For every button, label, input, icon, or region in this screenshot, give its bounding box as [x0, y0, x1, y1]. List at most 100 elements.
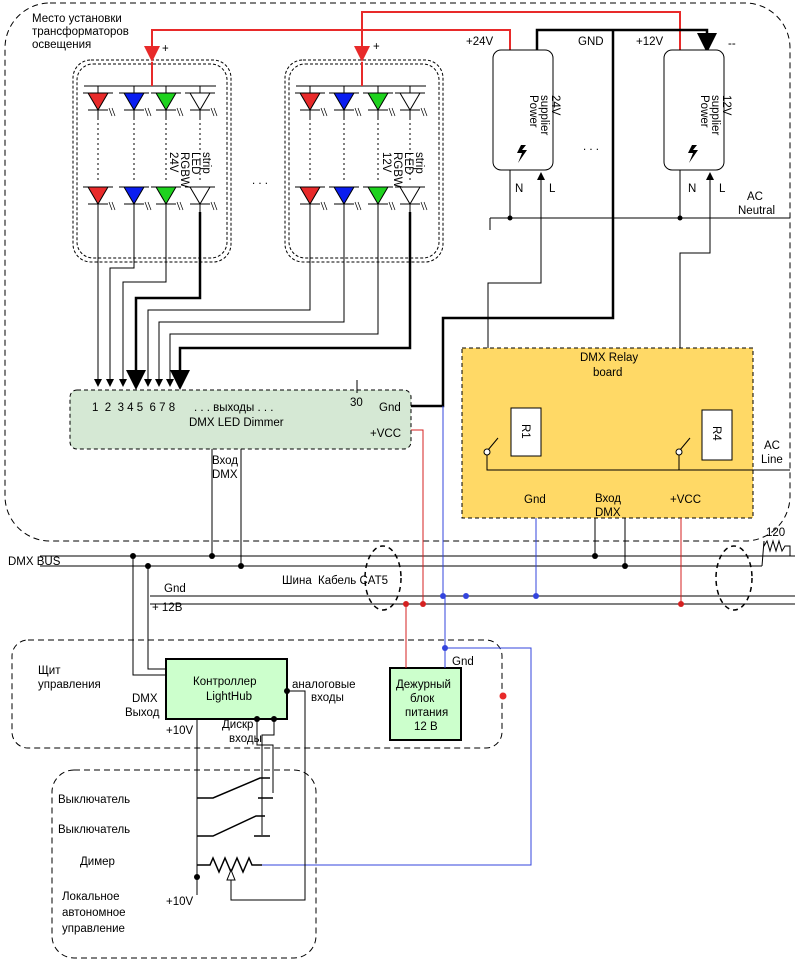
psu12-top-label: +12V: [636, 36, 664, 48]
psu24-top-label: +24V: [466, 36, 494, 48]
terminator-label: 120: [766, 527, 785, 539]
cable-marker-2: [715, 545, 753, 611]
ac-neutral-label-2: Neutral: [738, 205, 775, 217]
gnd-top-label: GND: [578, 36, 604, 48]
strip-wire: [119, 212, 167, 387]
v12-bus-label: + 12В: [152, 602, 183, 614]
dimmer-vcc-wire: [411, 429, 424, 604]
strip-label-line: LED: [189, 152, 201, 174]
dimmer-vcc: +VCC: [370, 428, 401, 440]
led-diode: [83, 92, 116, 118]
controller-dmx-2: Выход: [125, 707, 160, 719]
led-diode: [151, 186, 184, 212]
led-ellipsis: . . .: [252, 175, 268, 187]
psu-12v-box: [663, 49, 725, 171]
psu-label-line: Power: [527, 95, 539, 128]
strip-wire: [155, 212, 345, 387]
dmx-bus-label: DMX BUS: [8, 556, 61, 568]
standby-label-line: блок: [410, 693, 435, 705]
psu-label-line: Power: [698, 95, 710, 128]
strip-to-dimmer-wires: [94, 212, 412, 390]
psu24-l: L: [549, 183, 556, 195]
controller-name-1: Контроллер: [193, 676, 256, 688]
dimmer-local-label: Димер: [80, 856, 115, 868]
local-v10: +10V: [166, 896, 194, 908]
strip-wire: [106, 212, 135, 387]
dimmer-outputs-text: . . . выходы . . .: [194, 402, 273, 414]
local-zone: [51, 769, 317, 959]
dimmer-name: DMX LED Dimmer: [189, 417, 284, 429]
relay-dmx-in-1: Вход: [595, 493, 621, 505]
plus-12v-label: +: [373, 41, 380, 53]
controller-analog-1: аналоговые: [292, 679, 356, 691]
red-dot-marker: [499, 692, 507, 700]
led-diode: [363, 186, 396, 212]
psu-label-line: supplier: [538, 95, 550, 135]
led-diode: [295, 186, 328, 212]
dmx-led-dimmer: [69, 389, 412, 450]
lightning-icon-12v: [688, 145, 698, 163]
lightning-icon-24v: [517, 145, 527, 163]
led-diode: [83, 186, 116, 212]
ac-line-label-1: AC: [764, 440, 780, 452]
psu12-n: N: [688, 183, 696, 195]
strip-label-line: 24V: [167, 152, 179, 173]
controller-name-2: LightHub: [206, 691, 252, 703]
install-zone: [4, 2, 791, 542]
standby-label-line: Дежурный: [396, 679, 451, 691]
controller-dmx-1: DMX: [132, 693, 158, 705]
relay-vcc: +VCC: [670, 494, 701, 506]
led-diode: [395, 92, 428, 118]
relay-gnd: Gnd: [524, 494, 546, 506]
strip-wire: [126, 212, 202, 390]
standby-label-line: питания: [405, 707, 448, 719]
led-diode: [185, 186, 218, 212]
led-diode: [329, 92, 362, 118]
psu-label-line: supplier: [709, 95, 721, 135]
strip-label-line: 12V: [380, 152, 392, 173]
dimmer-outputs-numbers: 1 2 3 4 5 6 7 8: [92, 402, 175, 414]
supply-24v-red-wire: [144, 29, 511, 62]
controller-digital-2: входы: [229, 733, 262, 745]
led-diode: [119, 92, 152, 118]
minus-label: --: [728, 38, 736, 50]
ac-neutral-label-1: AC: [747, 191, 763, 203]
strip-label-line: strip: [413, 152, 425, 174]
relay-r4: [701, 409, 733, 461]
cable-label: Кабель CAT5: [318, 575, 388, 587]
strip-label-line: RGBW: [391, 152, 403, 188]
switch2-label: Выключатель: [58, 824, 130, 836]
controller-digital-1: Дискр: [222, 719, 253, 731]
led-diode: [151, 92, 184, 118]
led-diode: [329, 186, 362, 212]
ac-line-wire: [486, 455, 790, 471]
led-diode: [185, 92, 218, 118]
gnd-bus-label: Gnd: [164, 583, 186, 595]
psu-24v-box: [492, 49, 554, 171]
terminator-resistor: [761, 539, 791, 567]
dimmer-dmx-in-1: Вход: [212, 455, 238, 467]
gnd-thick-wire: [535, 28, 717, 53]
relay-contact-1: [483, 448, 491, 456]
relay-r1: [510, 407, 542, 457]
strip-label-line: RGBW: [178, 152, 190, 188]
psu-label-line: 12V: [720, 95, 732, 116]
led-diodes: [83, 62, 428, 212]
standby-psu: [389, 667, 462, 741]
dimmer-ch30: 30: [350, 397, 363, 409]
strip-label-line: LED: [402, 152, 414, 174]
dimmer-gnd: Gnd: [379, 402, 401, 414]
ac-line-label-2: Line: [761, 454, 783, 466]
strip-wire: [170, 212, 412, 390]
dimmer-dmx-in-2: DMX: [212, 469, 238, 481]
cable-marker-1: [364, 545, 402, 611]
strip-label-line: strip: [200, 152, 212, 174]
